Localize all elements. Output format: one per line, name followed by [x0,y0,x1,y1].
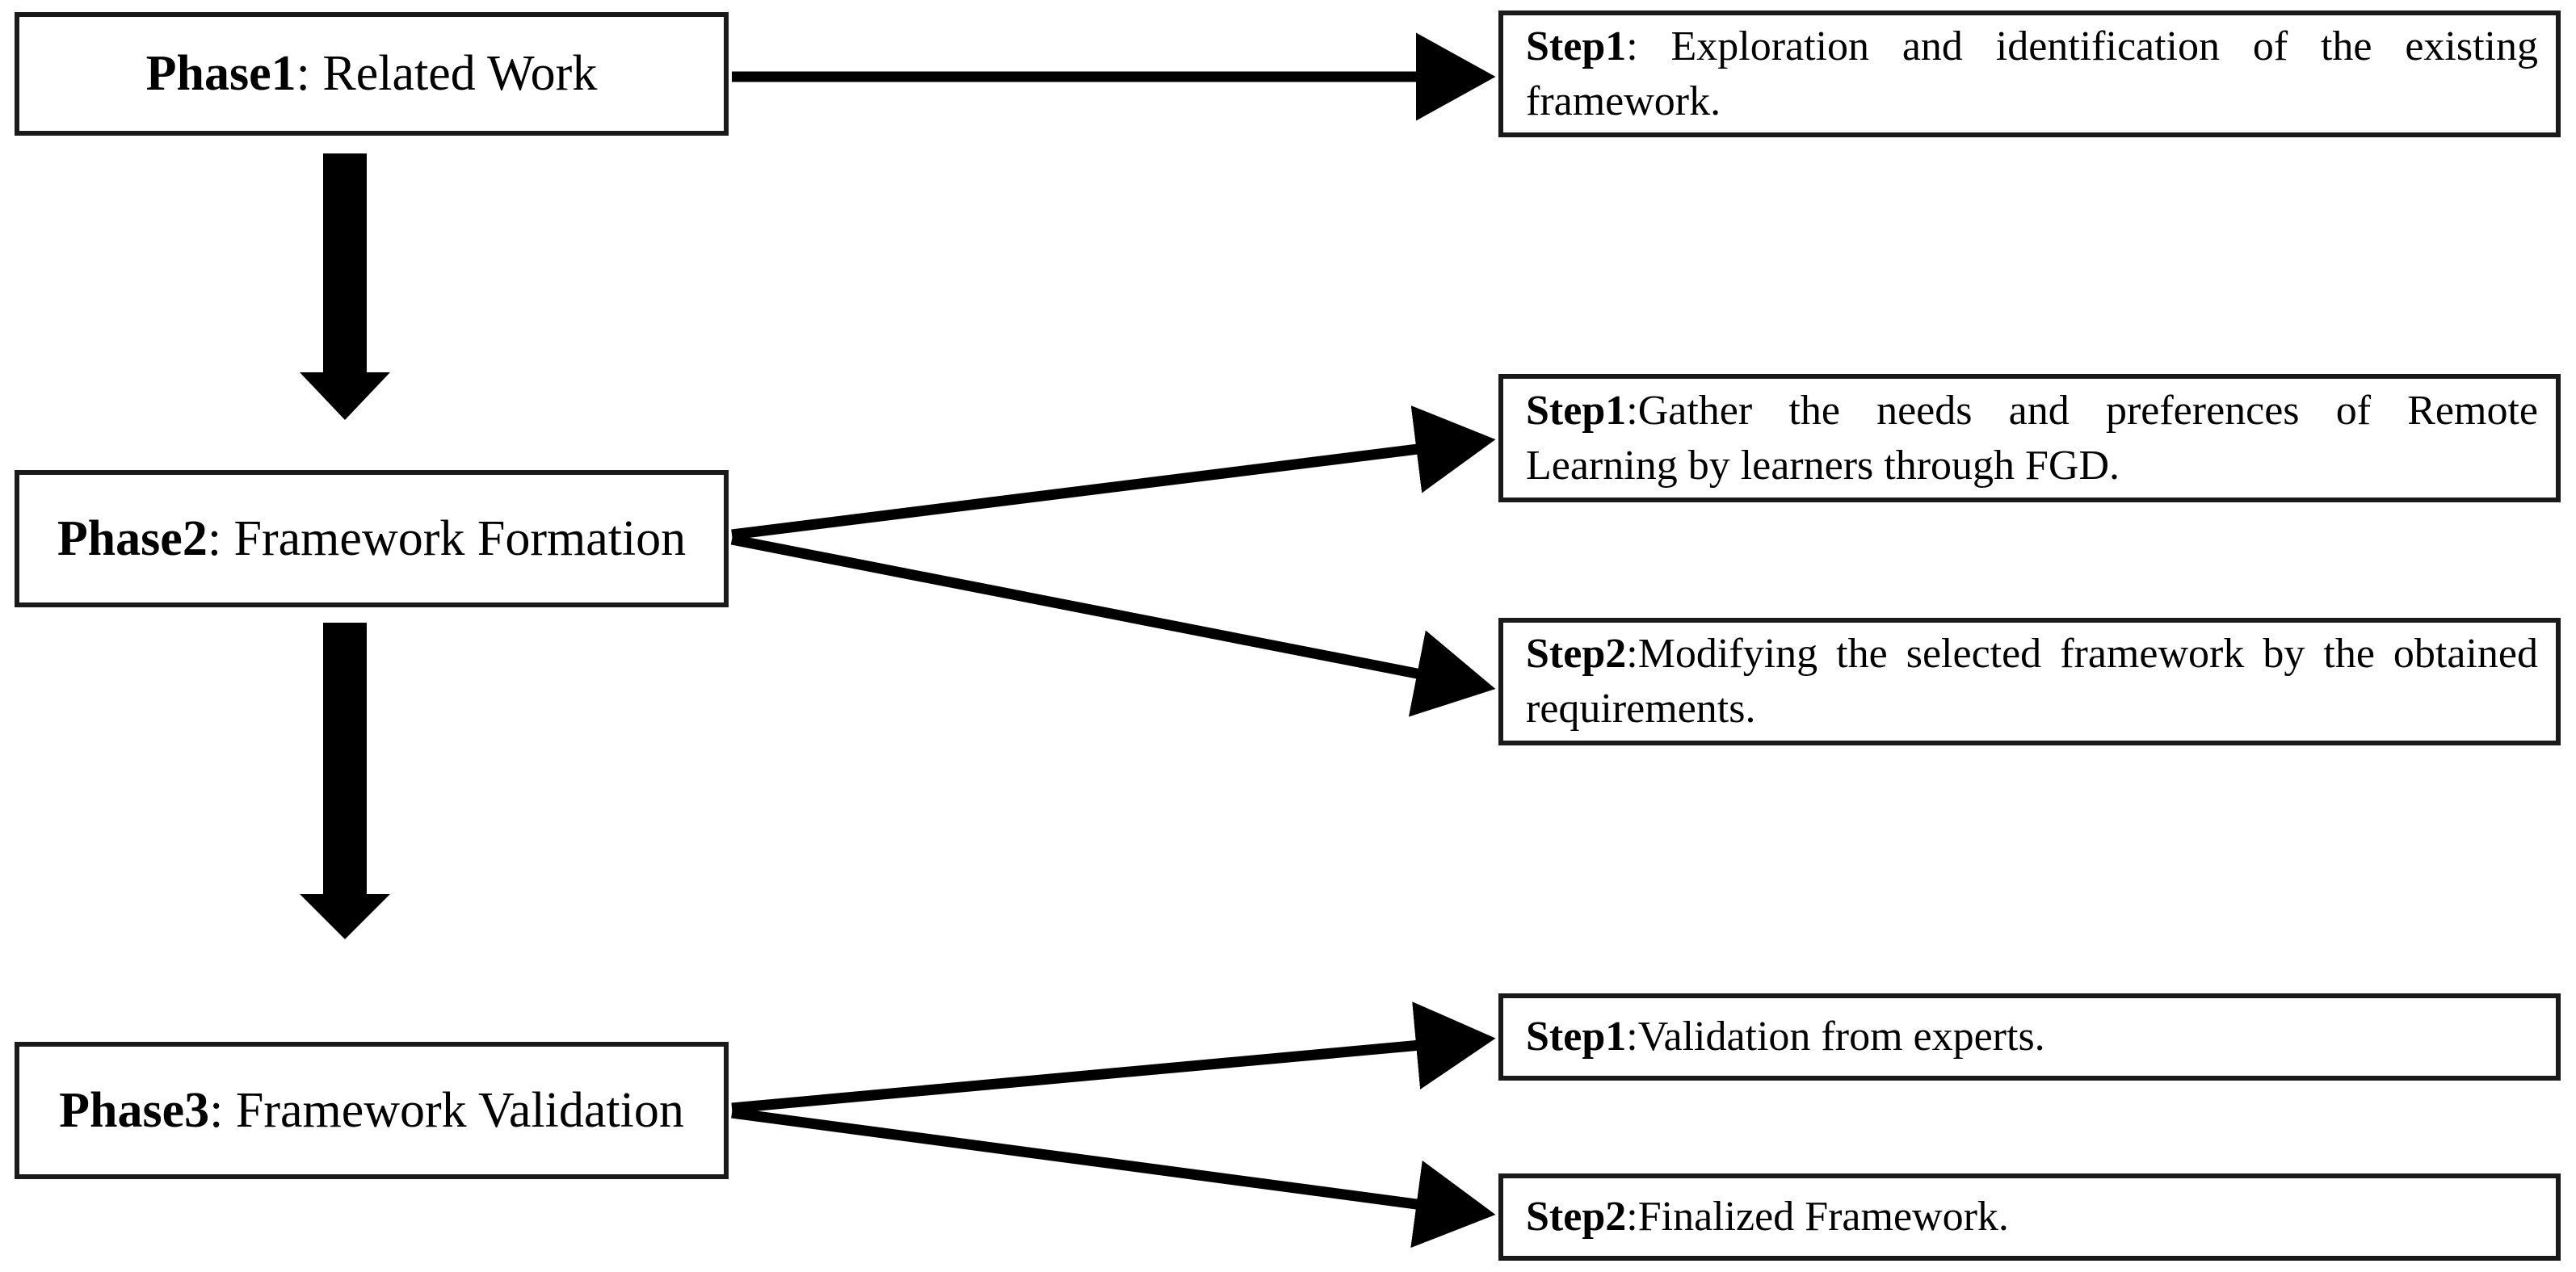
phase3-box: Phase3: Framework Validation [15,1042,729,1179]
phase1-label-rest: : Related Work [296,46,598,101]
arrow-phase3-to-step2 [731,1107,1496,1249]
phase3-step1-text-rest: :Validation from experts. [1626,1014,2045,1060]
phase3-step2-box: Step2:Finalized Framework. [1498,1173,2561,1261]
phase3-step1-text: Step1:Validation from experts. [1503,1005,2556,1069]
phase3-label-bold: Phase3 [59,1082,210,1138]
phase2-label-bold: Phase2 [57,510,208,566]
phase1-label: Phase1: Related Work [146,45,598,103]
phase3-label-rest: : Framework Validation [209,1082,684,1138]
phase1-step1-text-bold: Step1 [1526,23,1627,69]
arrow-phase1-to-phase2 [300,153,390,420]
phase3-label: Phase3: Framework Validation [59,1082,684,1140]
phase2-label: Phase2: Framework Formation [57,510,686,568]
phase3-step1-box: Step1:Validation from experts. [1498,993,2561,1081]
phase2-box: Phase2: Framework Formation [15,470,729,607]
phase2-step2-text: Step2:Modifying the selected framework b… [1503,622,2556,741]
phase3-step2-text-bold: Step2 [1526,1194,1627,1240]
phase1-step1-box: Step1: Exploration and identification of… [1498,10,2561,137]
phase1-step1-text-rest: : Exploration and identification of the … [1526,23,2538,124]
arrow-phase3-to-step1 [731,1001,1496,1114]
phase2-step1-text-rest: :Gather the needs and preferences of Rem… [1526,387,2538,489]
phase2-step2-box: Step2:Modifying the selected framework b… [1498,618,2561,745]
phase1-label-bold: Phase1 [145,46,296,101]
arrow-phase2-to-phase3 [300,623,390,939]
phase1-step1-text: Step1: Exploration and identification of… [1503,15,2556,134]
phase2-step2-text-bold: Step2 [1526,631,1627,677]
arrow-phase2-to-step1 [731,405,1496,540]
phase1-box: Phase1: Related Work [15,12,729,136]
phase2-step1-box: Step1:Gather the needs and preferences o… [1498,374,2561,502]
phase2-label-rest: : Framework Formation [207,510,687,566]
phase2-step1-text-bold: Step1 [1526,387,1627,434]
phase3-step2-text: Step2:Finalized Framework. [1503,1185,2556,1249]
phase3-step2-text-rest: :Finalized Framework. [1626,1194,2009,1240]
phase3-step1-text-bold: Step1 [1526,1014,1627,1060]
arrow-phase2-to-step2 [730,534,1496,717]
phase2-step1-text: Step1:Gather the needs and preferences o… [1503,379,2556,498]
phase2-step2-text-rest: :Modifying the selected framework by the… [1526,631,2538,732]
